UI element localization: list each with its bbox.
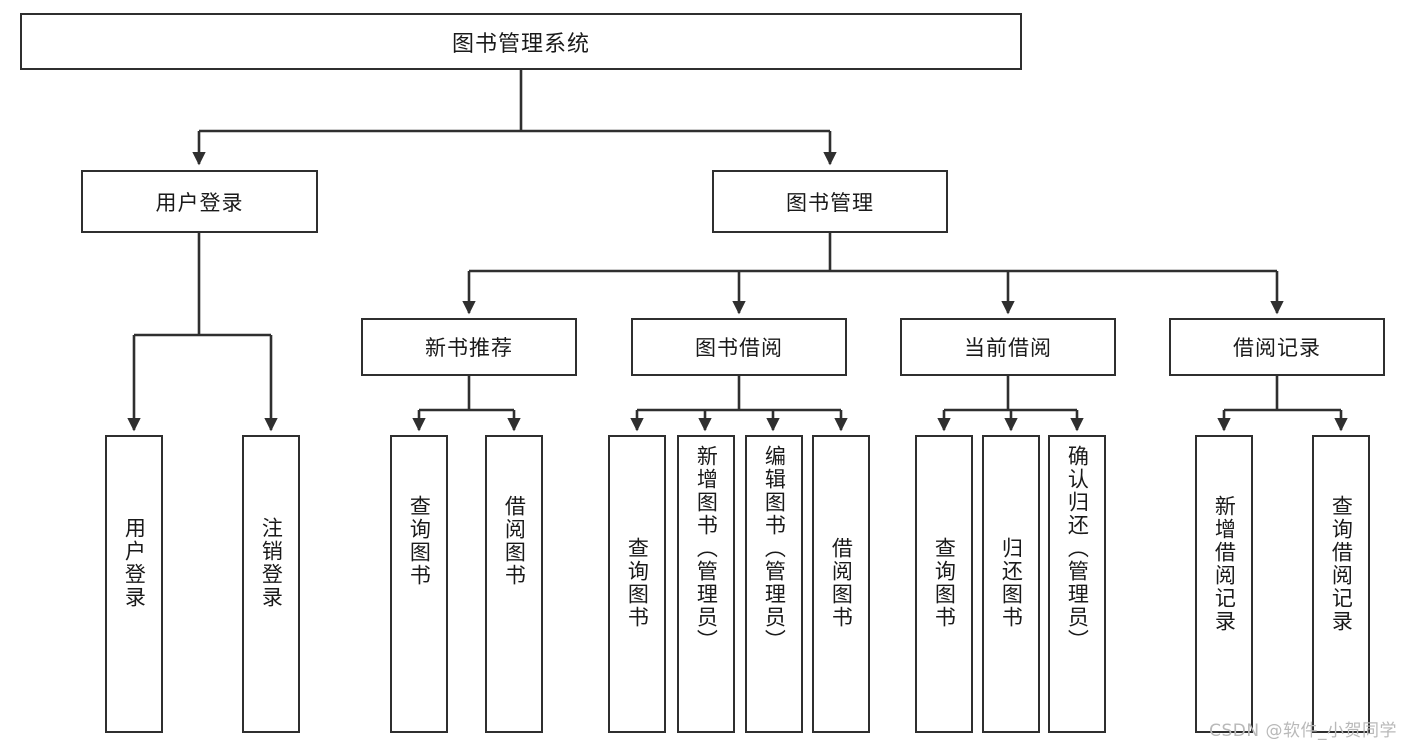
node-leaf-logout[interactable]: 注销登录: [242, 435, 300, 733]
node-leaf-label: 查询图书: [407, 495, 432, 587]
node-leaf-add-borrow-record[interactable]: 新增借阅记录: [1195, 435, 1253, 733]
node-root-book-management-system[interactable]: 图书管理系统: [20, 13, 1022, 70]
node-leaf-label: 新增图书（管理员）: [694, 445, 719, 652]
node-user-login[interactable]: 用户登录: [81, 170, 318, 233]
node-leaf-confirm-return-admin[interactable]: 确认归还（管理员）: [1048, 435, 1106, 733]
node-new-book-recommend[interactable]: 新书推荐: [361, 318, 577, 376]
node-leaf-label: 编辑图书（管理员）: [762, 445, 787, 652]
node-leaf-label: 查询借阅记录: [1329, 495, 1354, 633]
node-leaf-edit-book-admin[interactable]: 编辑图书（管理员）: [745, 435, 803, 733]
node-leaf-borrow-book[interactable]: 借阅图书: [812, 435, 870, 733]
node-leaf-label: 用户登录: [122, 517, 147, 609]
watermark-text: CSDN @软件_小贺同学: [1209, 721, 1397, 741]
node-leaf-label: 查询图书: [625, 537, 650, 629]
node-leaf-user-login[interactable]: 用户登录: [105, 435, 163, 733]
node-book-management[interactable]: 图书管理: [712, 170, 948, 233]
node-leaf-query-book-recommend[interactable]: 查询图书: [390, 435, 448, 733]
node-leaf-label: 确认归还（管理员）: [1065, 445, 1090, 652]
node-leaf-return-book[interactable]: 归还图书: [982, 435, 1040, 733]
node-leaf-borrow-book-recommend[interactable]: 借阅图书: [485, 435, 543, 733]
node-leaf-label: 借阅图书: [502, 495, 527, 587]
node-leaf-label: 借阅图书: [829, 537, 854, 629]
node-leaf-label: 新增借阅记录: [1212, 495, 1237, 633]
node-borrow-record[interactable]: 借阅记录: [1169, 318, 1385, 376]
node-current-borrow[interactable]: 当前借阅: [900, 318, 1116, 376]
node-leaf-label: 归还图书: [999, 537, 1024, 629]
node-leaf-label: 注销登录: [259, 517, 284, 609]
node-leaf-query-book-borrow[interactable]: 查询图书: [608, 435, 666, 733]
node-leaf-add-book-admin[interactable]: 新增图书（管理员）: [677, 435, 735, 733]
node-leaf-label: 查询图书: [932, 537, 957, 629]
node-leaf-query-borrow-record[interactable]: 查询借阅记录: [1312, 435, 1370, 733]
node-book-borrow[interactable]: 图书借阅: [631, 318, 847, 376]
node-leaf-query-book-current[interactable]: 查询图书: [915, 435, 973, 733]
